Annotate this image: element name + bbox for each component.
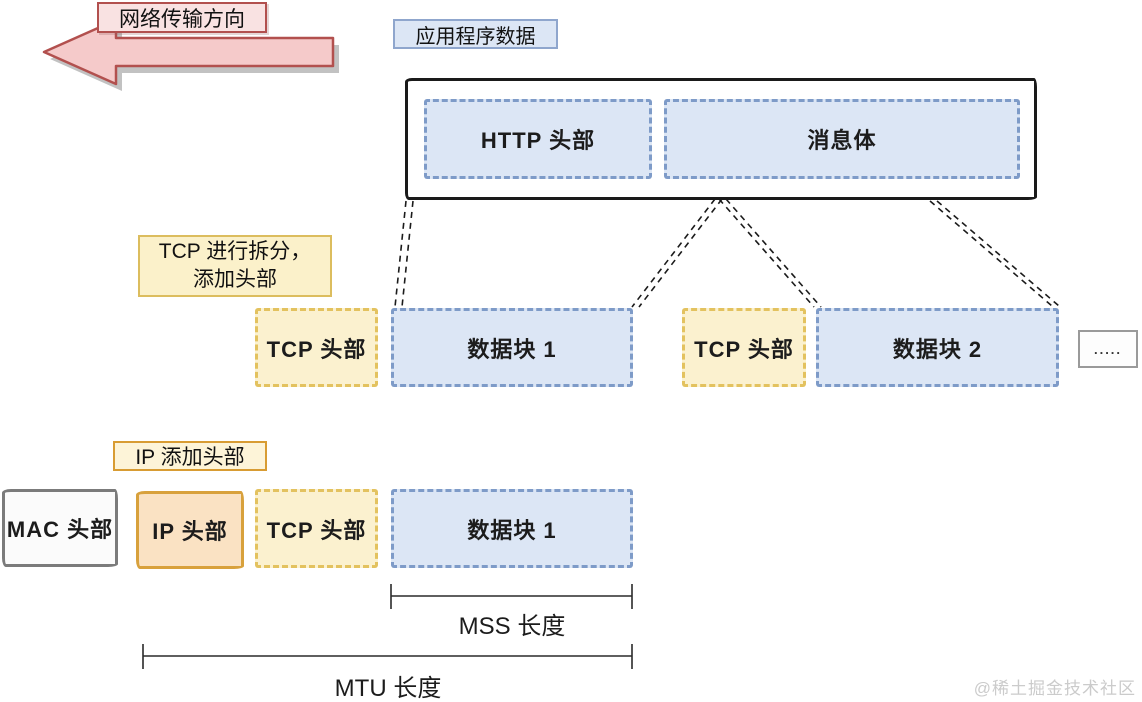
application-data-box: HTTP 头部 消息体 bbox=[405, 78, 1037, 200]
ip-header-label: IP 头部 bbox=[152, 519, 228, 544]
message-body-box: 消息体 bbox=[664, 99, 1020, 179]
mtu-length-text: MTU 长度 bbox=[334, 674, 442, 702]
data-chunk-1-label: 数据块 1 bbox=[467, 336, 557, 362]
ellipsis-box: ..... bbox=[1078, 330, 1138, 368]
transport-direction-text: 网络传输方向 bbox=[119, 7, 245, 31]
mtu-measure-line bbox=[142, 644, 633, 669]
tcp-split-line2: 添加头部 bbox=[193, 268, 277, 291]
tcp-header-box-1: TCP 头部 bbox=[255, 308, 378, 387]
mss-length-text: MSS 长度 bbox=[458, 612, 566, 640]
mss-length-label: MSS 长度 bbox=[391, 606, 633, 640]
tcp-header-box-3: TCP 头部 bbox=[255, 489, 378, 568]
app-data-label: 应用程序数据 bbox=[393, 19, 558, 49]
data-chunk-2-label: 数据块 2 bbox=[892, 336, 983, 362]
tcp-header-label-2: TCP 头部 bbox=[694, 336, 794, 362]
ip-add-text: IP 添加头部 bbox=[135, 446, 245, 469]
data-chunk-1-bottom-box: 数据块 1 bbox=[391, 489, 633, 568]
mtu-length-label: MTU 长度 bbox=[143, 668, 633, 702]
mac-header-box: MAC 头部 bbox=[2, 489, 118, 567]
tcp-split-label: TCP 进行拆分， 添加头部 bbox=[138, 235, 332, 297]
app-data-text: 应用程序数据 bbox=[415, 25, 536, 48]
data-chunk-1-box: 数据块 1 bbox=[391, 308, 633, 387]
ellipsis-text: ..... bbox=[1093, 341, 1123, 357]
data-chunk-2-box: 数据块 2 bbox=[816, 308, 1059, 387]
tcp-header-label-3: TCP 头部 bbox=[266, 517, 367, 543]
tcp-header-box-2: TCP 头部 bbox=[682, 308, 806, 387]
tcp-split-line1: TCP 进行拆分， bbox=[158, 240, 312, 263]
split-connectors bbox=[394, 198, 1060, 308]
watermark: @稀土掘金技术社区 bbox=[974, 674, 1136, 699]
http-header-label: HTTP 头部 bbox=[480, 128, 596, 153]
data-chunk-1-bottom-label: 数据块 1 bbox=[467, 517, 557, 543]
http-header-box: HTTP 头部 bbox=[424, 99, 652, 179]
mac-header-label: MAC 头部 bbox=[6, 517, 114, 542]
ip-add-label: IP 添加头部 bbox=[113, 441, 267, 471]
tcp-header-label-1: TCP 头部 bbox=[266, 336, 367, 362]
watermark-text: @稀土掘金技术社区 bbox=[973, 679, 1136, 698]
ip-header-box: IP 头部 bbox=[136, 491, 244, 569]
transport-direction-label: 网络传输方向 bbox=[97, 2, 267, 33]
message-body-label: 消息体 bbox=[807, 128, 877, 153]
